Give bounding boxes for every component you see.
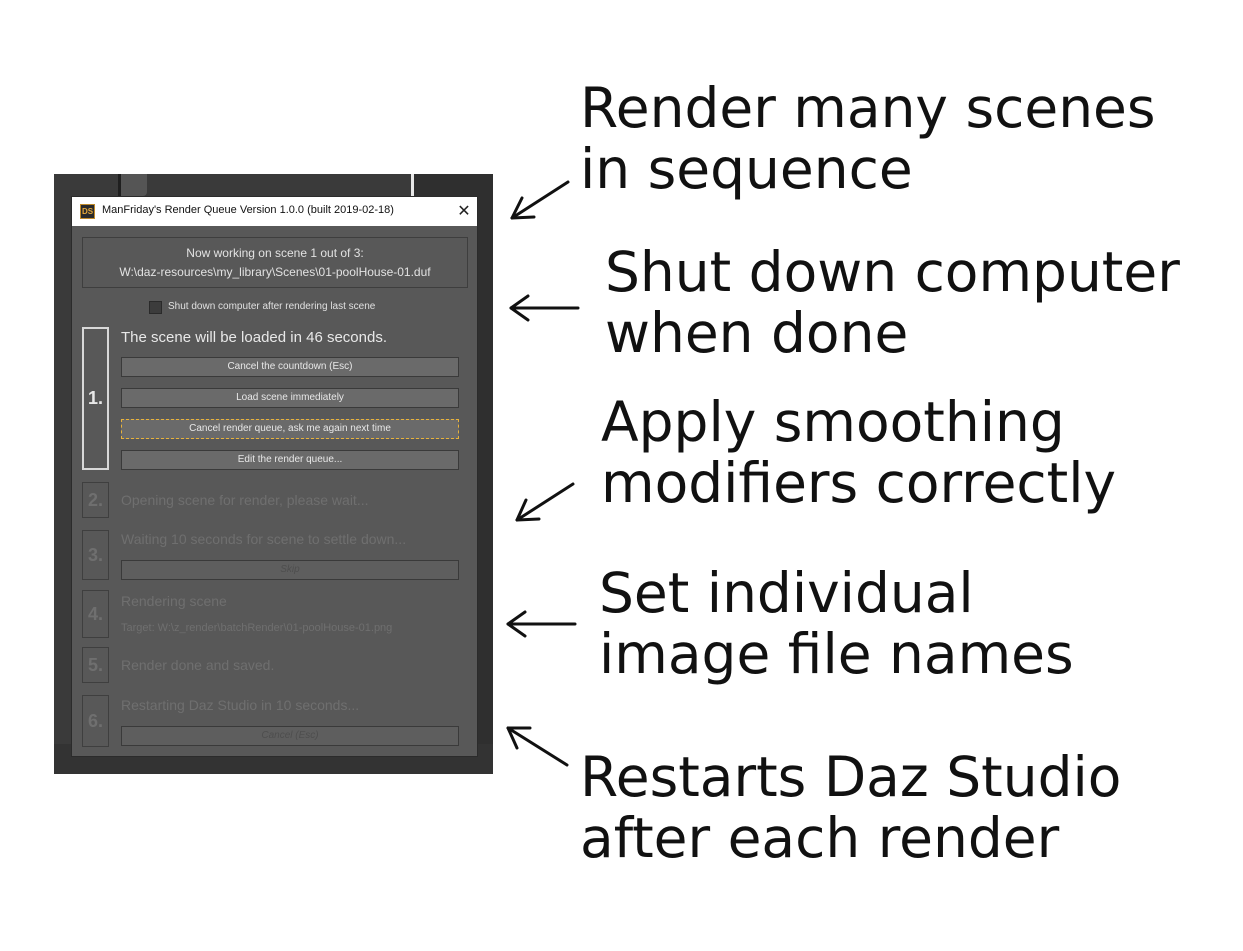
- step-6-text: Restarting Daz Studio in 10 seconds...: [121, 697, 360, 713]
- annotation-1-line-1: Render many scenes: [580, 76, 1156, 140]
- arrow-4: [506, 610, 577, 638]
- annotation-1-line-2: in sequence: [580, 137, 913, 201]
- arrow-2: [509, 294, 580, 322]
- annotation-5-line-1: Restarts Daz Studio: [580, 745, 1122, 809]
- step-number-6: 6.: [82, 695, 109, 747]
- close-button[interactable]: ✕: [457, 201, 471, 220]
- status-line-1: Now working on scene 1 out of 3:: [186, 246, 364, 260]
- annotation-4: Set individual image file names: [599, 563, 1074, 685]
- annotation-2-line-1: Shut down computer: [605, 240, 1180, 304]
- shutdown-checkbox-label[interactable]: Shut down computer after rendering last …: [168, 301, 376, 312]
- step-3-text: Waiting 10 seconds for scene to settle d…: [121, 531, 407, 547]
- cancel-render-queue-button[interactable]: Cancel render queue, ask me again next t…: [121, 419, 459, 439]
- step-2-text: Opening scene for render, please wait...: [121, 492, 369, 508]
- step-number-4: 4.: [82, 590, 109, 638]
- status-box: Now working on scene 1 out of 3: W:\daz-…: [82, 237, 468, 288]
- step-1-text: The scene will be loaded in 46 seconds.: [121, 329, 388, 346]
- arrow-5: [506, 726, 569, 767]
- annotation-5: Restarts Daz Studio after each render: [580, 747, 1121, 869]
- viewport-tab[interactable]: [121, 174, 147, 196]
- shutdown-checkbox[interactable]: [149, 301, 162, 314]
- annotation-2-line-2: when done: [605, 301, 909, 365]
- step-number-5: 5.: [82, 647, 109, 683]
- arrow-3: [515, 482, 575, 522]
- annotation-4-line-2: image file names: [599, 622, 1074, 686]
- render-queue-dialog: DS ManFriday's Render Queue Version 1.0.…: [71, 196, 478, 757]
- step-number-3: 3.: [82, 530, 109, 580]
- daz-studio-logo-icon: DS: [80, 204, 95, 219]
- annotation-3-line-1: Apply smoothing: [601, 390, 1065, 454]
- cancel-countdown-button[interactable]: Cancel the countdown (Esc): [121, 357, 459, 377]
- skip-button[interactable]: Skip: [121, 560, 459, 580]
- annotation-2: Shut down computer when done: [605, 242, 1180, 364]
- edit-render-queue-button[interactable]: Edit the render queue...: [121, 450, 459, 470]
- status-line-2: W:\daz-resources\my_library\Scenes\01-po…: [119, 265, 431, 279]
- step-4-target-path: Target: W:\z_render\batchRender\01-poolH…: [121, 622, 393, 634]
- step-number-1: 1.: [82, 327, 109, 470]
- cancel-restart-button[interactable]: Cancel (Esc): [121, 726, 459, 746]
- annotation-3: Apply smoothing modifiers correctly: [601, 392, 1116, 514]
- annotation-4-line-1: Set individual: [599, 561, 974, 625]
- step-number-2: 2.: [82, 482, 109, 518]
- step-4-text: Rendering scene: [121, 593, 227, 609]
- title-bar[interactable]: DS ManFriday's Render Queue Version 1.0.…: [72, 197, 477, 226]
- load-scene-immediately-button[interactable]: Load scene immediately: [121, 388, 459, 408]
- step-5-text: Render done and saved.: [121, 657, 275, 673]
- arrow-1: [510, 180, 570, 220]
- annotation-1: Render many scenes in sequence: [580, 78, 1156, 200]
- annotation-5-line-2: after each render: [580, 806, 1060, 870]
- dialog-title: ManFriday's Render Queue Version 1.0.0 (…: [102, 204, 394, 216]
- annotation-3-line-2: modifiers correctly: [601, 451, 1117, 515]
